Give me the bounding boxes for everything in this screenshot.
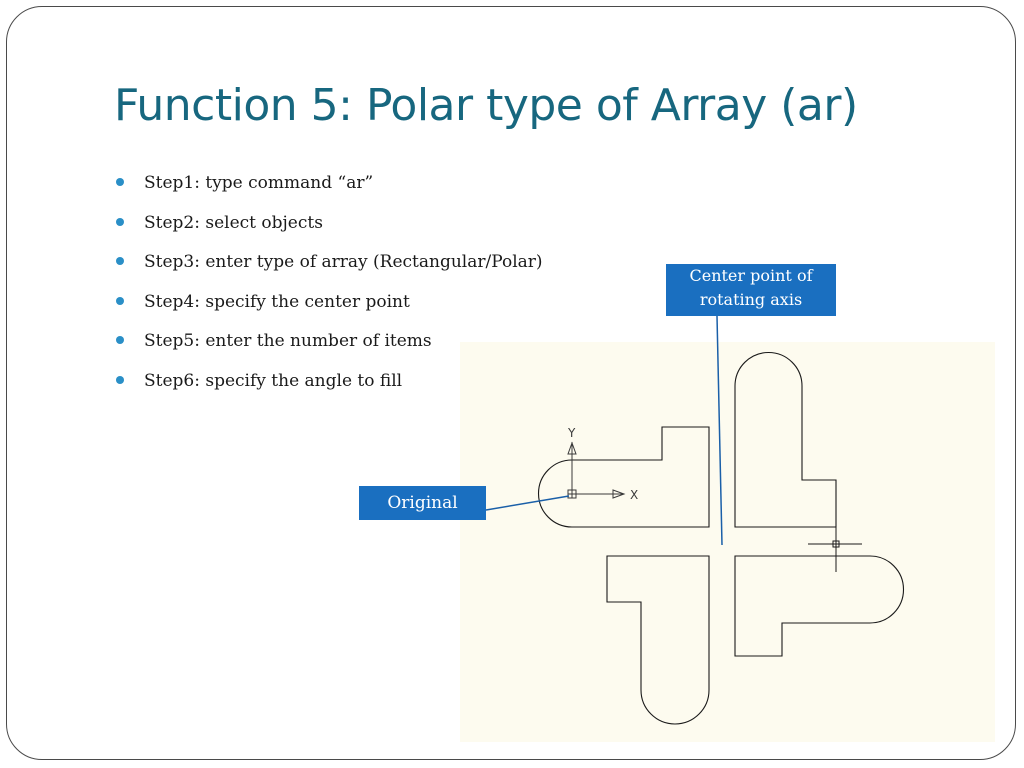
center-leader-line <box>716 315 723 546</box>
step-item: Step2: select objects <box>114 210 543 250</box>
step-item: Step5: enter the number of items <box>114 328 543 368</box>
rotated-copy-top <box>734 351 837 528</box>
bullet-icon <box>116 178 124 186</box>
crosshair-icon <box>808 514 862 572</box>
ucs-axis-icon <box>567 441 626 499</box>
original-leader-line <box>485 495 570 511</box>
bullet-icon <box>116 257 124 265</box>
step-text: Step4: specify the center point <box>144 291 410 312</box>
y-axis-label: Y <box>567 426 576 440</box>
bullet-icon <box>116 375 124 384</box>
x-axis-label: X <box>630 488 638 502</box>
bullet-icon <box>116 296 124 305</box>
center-callout-line1: Center point of <box>689 266 813 285</box>
step-text: Step5: enter the number of items <box>144 331 432 351</box>
step-item: Step3: enter type of array (Rectangular/… <box>114 249 543 289</box>
slide-title: Function 5: Polar type of Array (ar) <box>114 80 858 131</box>
step-text: Step2: select objects <box>144 212 323 233</box>
step-text: Step6: specify the angle to fill <box>144 370 403 391</box>
center-callout-line2: rotating axis <box>699 290 803 309</box>
rotated-copy-right <box>734 555 905 657</box>
step-item: Step4: specify the center point <box>114 289 543 329</box>
rotated-copy-bottom <box>606 555 710 725</box>
step-item: Step6: specify the angle to fill <box>114 368 543 408</box>
step-item: Step1: type command “ar” <box>114 170 543 210</box>
cad-drawing-area <box>460 342 995 742</box>
step-text: Step3: enter type of array (Rectangular/… <box>144 252 543 272</box>
steps-list: Step1: type command “ar” Step2: select o… <box>114 170 543 407</box>
bullet-icon <box>116 336 124 344</box>
center-point-callout: Center point of rotating axis <box>666 264 836 316</box>
step-text: Step1: type command “ar” <box>144 173 374 193</box>
bullet-icon <box>116 217 124 226</box>
original-shape <box>537 426 710 528</box>
original-callout: Original <box>359 486 486 520</box>
